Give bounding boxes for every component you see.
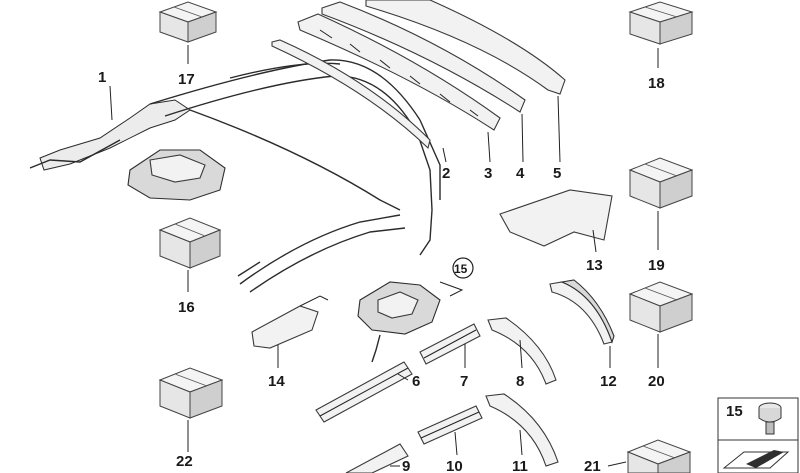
callout-6: 6 xyxy=(412,373,420,390)
callout-5: 5 xyxy=(553,165,561,182)
headliner-13[interactable] xyxy=(499,189,613,247)
legend-label: 15 xyxy=(726,403,743,420)
callout-15: 15 xyxy=(454,262,468,276)
bow-4[interactable] xyxy=(321,1,526,113)
arrow-icon xyxy=(722,450,790,469)
seal-7[interactable] xyxy=(419,323,481,365)
callout-9: 9 xyxy=(402,458,410,473)
package-box-18[interactable] xyxy=(628,1,694,45)
legend-box[interactable]: 15 xyxy=(717,397,799,473)
package-box-20[interactable] xyxy=(628,281,694,333)
callout-21: 21 xyxy=(584,458,601,473)
seal-6[interactable] xyxy=(315,361,413,423)
package-box-19[interactable] xyxy=(628,157,694,209)
callout-18: 18 xyxy=(648,75,665,92)
trim-12[interactable] xyxy=(549,279,615,345)
callout-11: 11 xyxy=(512,458,528,473)
bump-stop-icon xyxy=(758,402,782,435)
callout-17: 17 xyxy=(178,71,195,88)
callout-10: 10 xyxy=(446,458,463,473)
callout-19: 19 xyxy=(648,257,665,274)
package-box-21[interactable] xyxy=(626,439,692,473)
seal-10[interactable] xyxy=(417,405,483,445)
callout-22: 22 xyxy=(176,453,193,470)
package-box-17[interactable] xyxy=(158,1,218,43)
seal-2[interactable] xyxy=(271,39,431,150)
leader-lines xyxy=(109,45,659,467)
callout-20: 20 xyxy=(648,373,665,390)
callout-2: 2 xyxy=(442,165,450,182)
callout-4: 4 xyxy=(516,165,525,182)
callout-15-circle xyxy=(452,257,474,279)
package-box-16[interactable] xyxy=(158,217,222,269)
package-box-22[interactable] xyxy=(158,367,224,419)
callout-12: 12 xyxy=(600,373,617,390)
bow-5[interactable] xyxy=(365,0,566,95)
callout-1: 1 xyxy=(98,69,106,86)
callout-16: 16 xyxy=(178,299,195,316)
seal-9[interactable] xyxy=(345,443,409,473)
trim-strip-3[interactable] xyxy=(297,13,501,131)
seal-11[interactable] xyxy=(485,393,559,467)
callout-8: 8 xyxy=(516,373,524,390)
callout-7: 7 xyxy=(460,373,468,390)
roof-frame-assembly[interactable] xyxy=(29,59,441,363)
bracket-14[interactable] xyxy=(251,295,329,349)
callout-13: 13 xyxy=(586,257,603,274)
callouts: 1 2 3 4 5 6 7 8 9 10 11 12 13 14 15 16 1… xyxy=(98,69,665,473)
callout-14: 14 xyxy=(268,373,285,390)
callout-3: 3 xyxy=(484,165,492,182)
seal-8[interactable] xyxy=(487,317,557,385)
